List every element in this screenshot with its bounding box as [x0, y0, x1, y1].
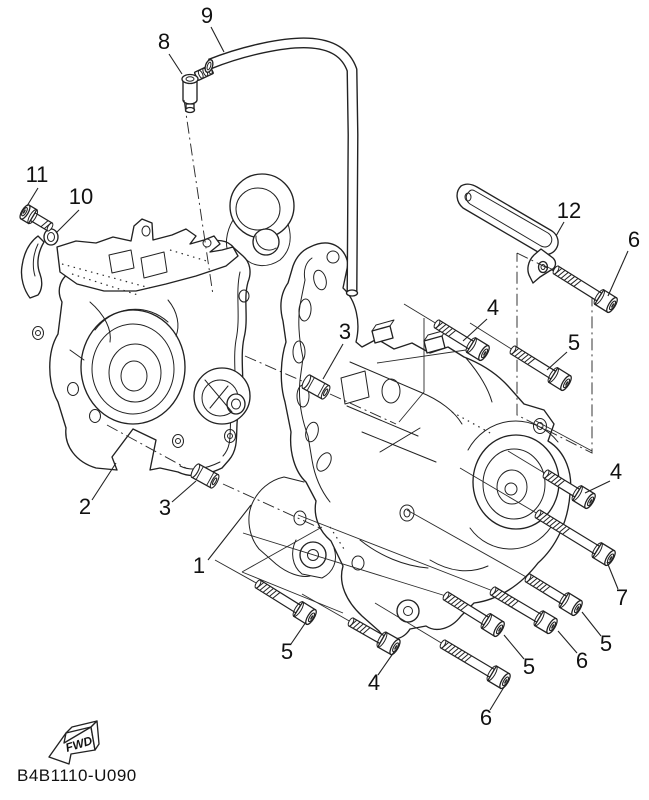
left-case-flange-holes: [32, 289, 250, 448]
callout-number-11: 11: [26, 162, 49, 187]
leader-group-line: [507, 450, 547, 475]
leader-group-line: [374, 602, 444, 645]
callout-number-8: 8: [158, 29, 170, 54]
callout-number-7: 7: [616, 585, 628, 610]
flange-screw: [19, 204, 54, 232]
leader-group-line: [376, 349, 467, 364]
bolts: [19, 204, 618, 690]
leader-group-line: [241, 526, 323, 573]
callout-number-6: 6: [628, 227, 640, 252]
breather-plate: [20, 235, 45, 299]
callout-number-1: 1: [193, 553, 205, 578]
callout-number-5: 5: [281, 639, 293, 664]
collar: [190, 463, 220, 489]
callout-number-4: 4: [487, 295, 499, 320]
callout-leader-line: [606, 561, 619, 590]
leader-group-line: [241, 571, 344, 614]
leader-group-line: [214, 559, 259, 585]
callout-leader-line: [462, 318, 488, 342]
callout-number-9: 9: [201, 3, 213, 28]
leader-group-line: [242, 532, 447, 597]
callout-leader-line: [322, 343, 344, 380]
socket-bolt: [524, 573, 583, 617]
socket-bolt: [439, 639, 511, 690]
socket-bolt: [442, 591, 505, 638]
socket-bolt: [347, 617, 401, 656]
socket-bolt: [254, 579, 317, 626]
callout-number-5: 5: [600, 631, 612, 656]
callout-number-12: 12: [557, 198, 581, 223]
callout-leader-line: [55, 209, 80, 234]
dowel-collars: [190, 374, 331, 489]
socket-bolt: [489, 586, 558, 635]
callout-number-3: 3: [339, 319, 351, 344]
socket-bolt: [542, 469, 596, 510]
leader-group-line: [459, 467, 539, 515]
hose-bracket: [456, 183, 559, 284]
callout-number-5: 5: [568, 330, 580, 355]
leader-group-line: [535, 420, 593, 452]
socket-bolt: [534, 509, 616, 567]
alignment-axis-line: [183, 99, 214, 296]
callout-number-3: 3: [159, 495, 171, 520]
callout-number-5: 5: [523, 654, 535, 679]
leader-group-line: [403, 303, 438, 325]
callout-number-10: 10: [69, 184, 93, 209]
left-case-crank-bore: [80, 309, 186, 425]
callout-number-6: 6: [480, 705, 492, 730]
callout-number-6: 6: [576, 648, 588, 673]
callout-leader-line: [555, 221, 565, 237]
callout-leader-line: [210, 26, 225, 53]
leader-group-line: [406, 509, 529, 579]
callout-leader-line: [168, 53, 183, 75]
fwd-direction-arrow: FWD: [48, 720, 100, 765]
collar: [301, 374, 331, 400]
callout-number-2: 2: [79, 494, 91, 519]
socket-bolt: [552, 265, 618, 314]
breather-hose: [204, 37, 359, 297]
socket-bolt: [433, 319, 490, 362]
callout-leader-line: [207, 504, 252, 561]
callout-leader-line: [546, 351, 568, 371]
leader-group-line: [398, 318, 425, 423]
alignment-axis-line: [244, 355, 303, 382]
alignment-axis-line: [222, 483, 323, 530]
callout-leader-line: [584, 480, 611, 494]
callout-leader-line: [503, 634, 525, 660]
drawing-part-code: B4B1110-U090: [17, 766, 137, 785]
leader-group-line: [301, 593, 352, 623]
callout-leader-line: [581, 611, 602, 637]
callout-number-4: 4: [368, 670, 380, 695]
right-case-flange-slots: [292, 250, 340, 472]
breather-plate-hole: [43, 228, 59, 246]
socket-bolt: [509, 345, 572, 392]
callout-leader-line: [26, 187, 39, 207]
callout-leader-line: [489, 686, 505, 711]
callout-leader-line: [91, 462, 117, 501]
leader-group-line: [297, 514, 494, 592]
callout-leader-line: [171, 480, 197, 503]
left-case-upper-bracket: [56, 218, 239, 292]
left-case-top-boss: [229, 173, 295, 239]
crankcase-left-half: [32, 173, 295, 477]
crankcase-right-half: [248, 242, 572, 640]
callout-number-4: 4: [610, 459, 622, 484]
callout-leader-line: [290, 621, 307, 645]
alignment-axis-line: [329, 393, 397, 425]
callout-leader-line: [607, 250, 629, 297]
alignment-axis-line: [106, 424, 187, 469]
callout-leader-line: [377, 651, 395, 676]
callout-leader-line: [557, 630, 578, 654]
